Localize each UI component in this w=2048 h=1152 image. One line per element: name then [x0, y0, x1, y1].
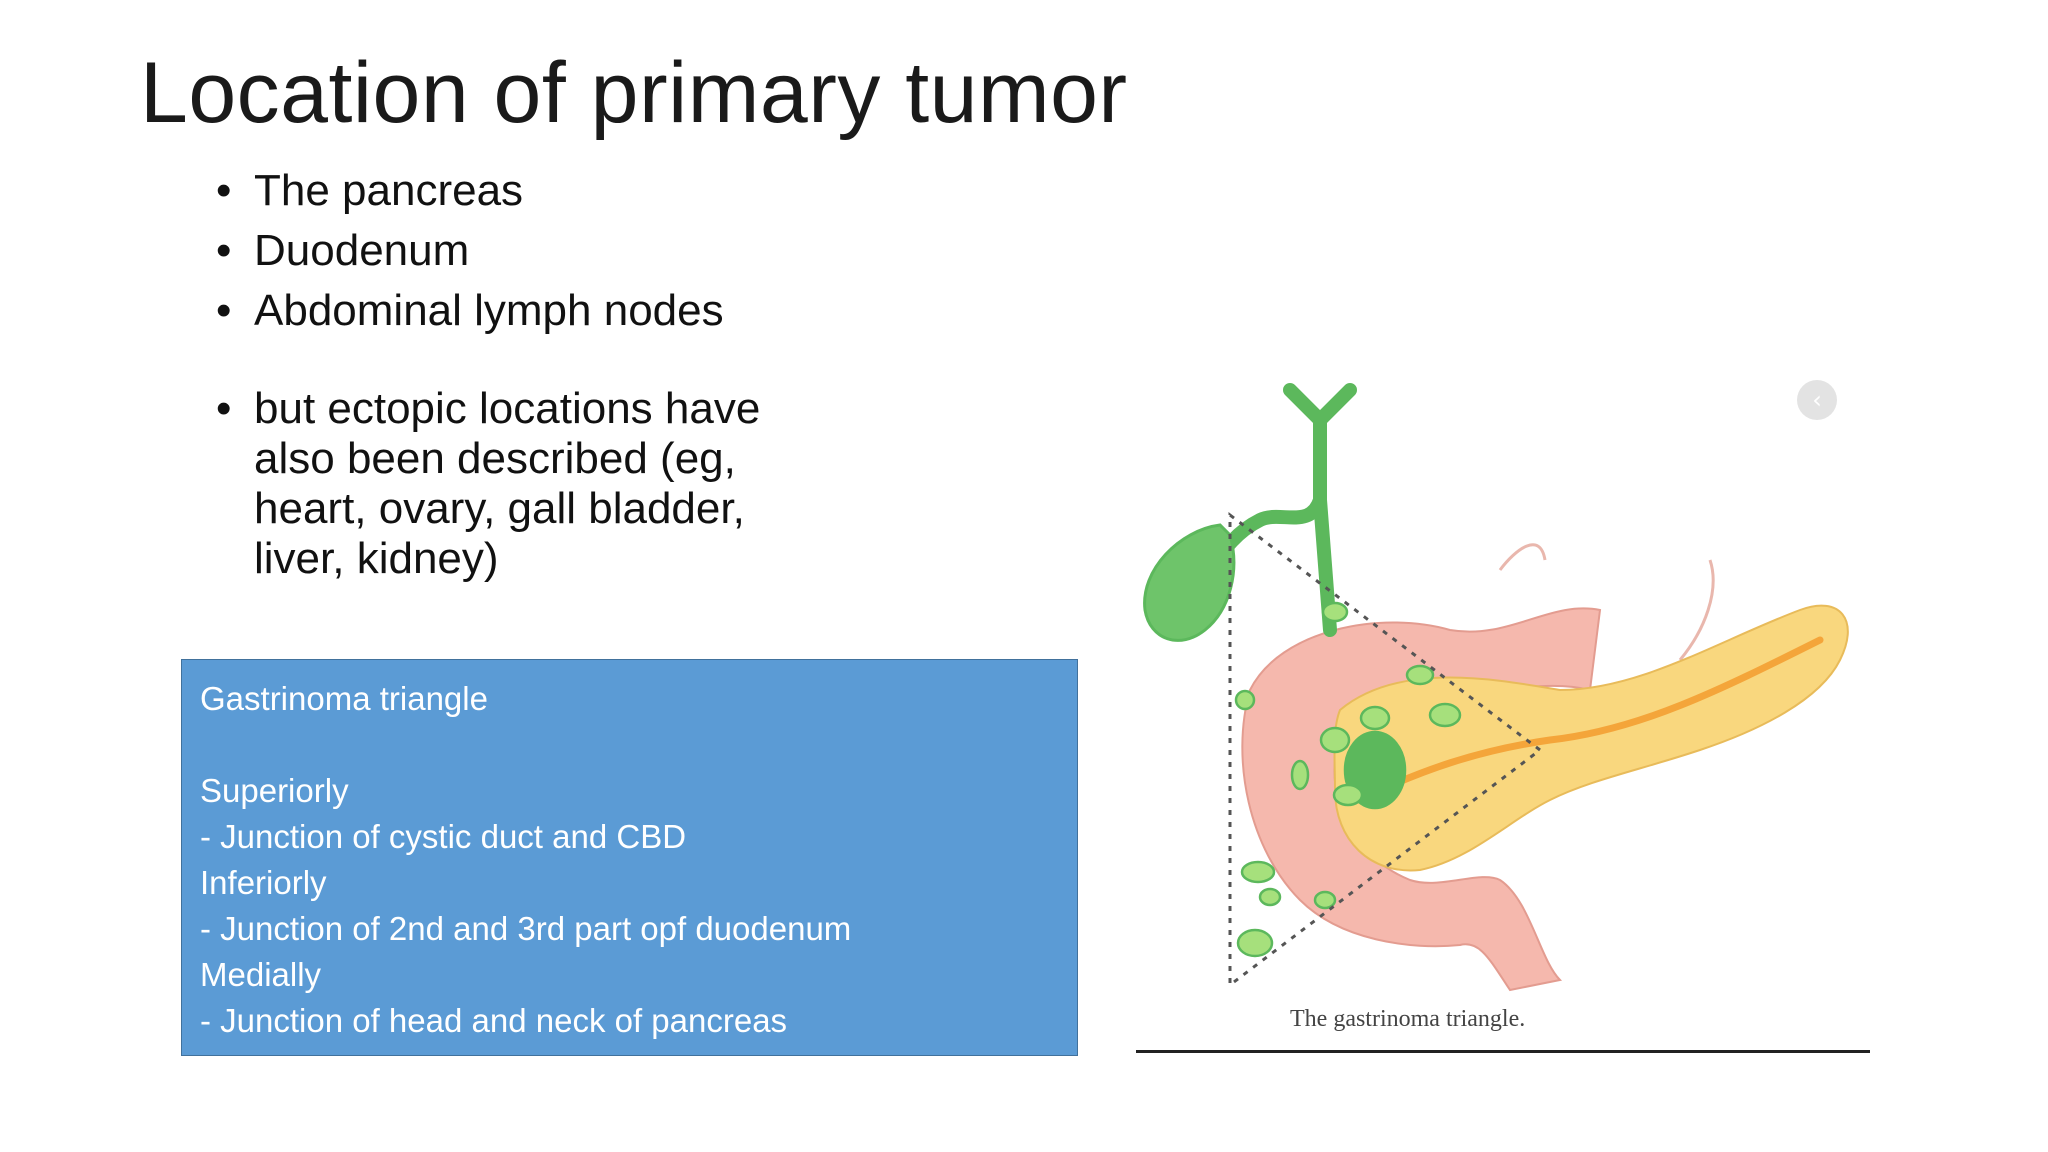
- chevron-left-icon[interactable]: ‹: [1797, 380, 1837, 420]
- chevron-left-glyph: ‹: [1812, 386, 1822, 414]
- bullet-text: heart, ovary, gall bladder,: [254, 484, 745, 533]
- lymph-node: [1258, 887, 1282, 907]
- medial-text: - Junction of head and neck of pancreas: [200, 1002, 788, 1039]
- lymph-node: [1405, 664, 1435, 686]
- bullet-item: but ectopic locations have also been des…: [212, 384, 852, 584]
- textbox-spacer: [200, 722, 1059, 768]
- pancreatic-duct: [1356, 636, 1824, 804]
- bullet-text: The pancreas: [254, 166, 524, 215]
- lymph-node: [1236, 928, 1274, 958]
- lymph-node: [1290, 759, 1310, 791]
- lymph-node: [1240, 860, 1276, 884]
- gastrinoma-triangle-figure: The gastrinoma triangle.: [1120, 360, 1880, 1080]
- lymph-node: [1319, 726, 1351, 754]
- bullet-item: Abdominal lymph nodes: [212, 286, 852, 336]
- lymph-nodes: [1234, 601, 1462, 958]
- caption-underline: [1136, 1050, 1870, 1053]
- figure-caption: The gastrinoma triangle.: [1290, 1006, 1526, 1032]
- gastrinoma-triangle-textbox: Gastrinoma triangle Superiorly - Junctio…: [181, 659, 1078, 1056]
- gastrinoma-triangle-outline: [1228, 511, 1543, 989]
- lymph-node: [1359, 705, 1391, 731]
- inferior-text: - Junction of 2nd and 3rd part opf duode…: [200, 910, 852, 947]
- lymph-node: [1313, 890, 1337, 910]
- superior-text: - Junction of cystic duct and CBD: [200, 818, 687, 855]
- lymph-node: [1428, 702, 1462, 728]
- slide-title: Location of primary tumor: [140, 45, 1128, 141]
- bullet-text: liver, kidney): [254, 534, 499, 583]
- medial-label: Medially: [200, 956, 322, 993]
- inferior-label: Inferiorly: [200, 864, 327, 901]
- pancreas-shape: [1333, 604, 1849, 872]
- lymph-node: [1234, 689, 1256, 711]
- anatomy-illustration: [1143, 383, 1849, 992]
- stomach-outline: [1498, 543, 1547, 571]
- bullet-item: The pancreas: [212, 166, 852, 216]
- bullet-item: Duodenum: [212, 226, 852, 276]
- bullet-text: Abdominal lymph nodes: [254, 286, 724, 335]
- lymph-node: [1321, 601, 1349, 623]
- bullet-text: Duodenum: [254, 226, 470, 275]
- lymph-node: [1332, 783, 1364, 807]
- bullet-text: but ectopic locations have: [254, 384, 761, 433]
- stomach-outline: [1678, 559, 1715, 661]
- gallbladder-shape: [1143, 523, 1236, 642]
- bullet-text: also been described (eg,: [254, 434, 736, 483]
- superior-label: Superiorly: [200, 772, 349, 809]
- bullet-list: The pancreas Duodenum Abdominal lymph no…: [212, 166, 852, 594]
- textbox-heading: Gastrinoma triangle: [200, 680, 488, 717]
